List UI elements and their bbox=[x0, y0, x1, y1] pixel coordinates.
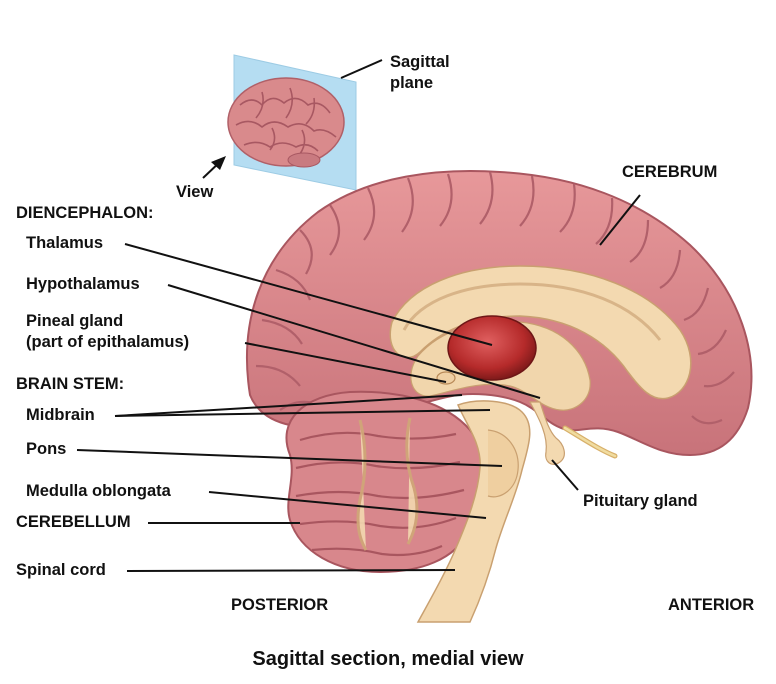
thalamus-label: Thalamus bbox=[26, 233, 103, 253]
hypothalamus-label: Hypothalamus bbox=[26, 274, 140, 294]
view-label: View bbox=[176, 182, 213, 202]
sagittal-plane-label-line2: plane bbox=[390, 73, 433, 93]
thalamus bbox=[448, 316, 536, 380]
spinal-cord-label: Spinal cord bbox=[16, 560, 106, 580]
pituitary-leader bbox=[552, 460, 578, 490]
pineal-gland-label-line2: (part of epithalamus) bbox=[26, 332, 189, 352]
inset-brain-view bbox=[228, 55, 356, 190]
brain-stem-heading: BRAIN STEM: bbox=[16, 374, 124, 394]
sagittal-plane-leader bbox=[341, 60, 382, 78]
anterior-label: ANTERIOR bbox=[668, 595, 754, 615]
midbrain-label: Midbrain bbox=[26, 405, 95, 425]
pineal-gland-label-line1: Pineal gland bbox=[26, 311, 123, 331]
pituitary-gland-label: Pituitary gland bbox=[583, 491, 698, 511]
sagittal-plane-label-line1: Sagittal bbox=[390, 52, 450, 72]
cerebellum bbox=[286, 392, 482, 572]
spinal-cord-leader bbox=[127, 570, 455, 571]
figure-caption: Sagittal section, medial view bbox=[0, 648, 776, 671]
diencephalon-heading: DIENCEPHALON: bbox=[16, 203, 154, 223]
pons-label: Pons bbox=[26, 439, 66, 459]
pineal-gland bbox=[437, 372, 455, 384]
medulla-label: Medulla oblongata bbox=[26, 481, 171, 501]
posterior-label: POSTERIOR bbox=[231, 595, 328, 615]
cerebellum-label: CEREBELLUM bbox=[16, 512, 131, 532]
cerebrum-label: CEREBRUM bbox=[622, 162, 717, 182]
